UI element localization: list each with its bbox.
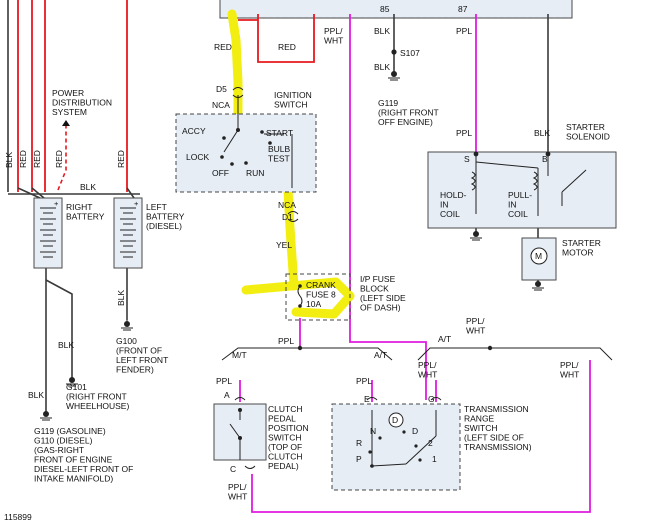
red-wire-label: RED [116, 150, 126, 168]
run-label: RUN [246, 168, 264, 178]
svg-text:+: + [54, 199, 59, 208]
two-position-label: 2 [428, 438, 433, 448]
branch-lines [221, 345, 613, 361]
blk-wire-label: BLK [28, 390, 44, 400]
red-wire-label: RED [32, 150, 42, 168]
svg-text:+: + [134, 199, 139, 208]
d-position-label: D [412, 426, 418, 436]
red-wires [17, 0, 315, 192]
ignition-switch [175, 95, 317, 193]
one-position-label: 1 [432, 454, 437, 464]
ppl-wire-label: PPL [456, 128, 472, 138]
a-terminal-label: A [224, 390, 230, 400]
pin-85-label: 85 [380, 4, 390, 14]
accy-label: ACCY [182, 126, 206, 136]
ppl-wire-label: PPL [216, 376, 232, 386]
connectors [232, 87, 299, 222]
ground-icons [40, 71, 544, 421]
blk-wire-label: BLK [534, 128, 550, 138]
off-label: OFF [212, 168, 229, 178]
ppl-wire-label: PPL [456, 26, 472, 36]
red-wire-label: RED [18, 150, 28, 168]
p-position-label: P [356, 454, 362, 464]
blk-wire-label: BLK [80, 182, 96, 192]
ip-fuse-block [285, 273, 351, 321]
clutch-pedal-switch [213, 397, 267, 469]
s-terminal-label: S [464, 154, 470, 164]
motor-m-label: M [535, 251, 542, 261]
ppl-wht-label: PPL/WHT [228, 482, 247, 502]
starter-solenoid [427, 151, 617, 229]
ppl-wht-label: PPL/WHT [324, 26, 343, 46]
pin-87-label: 87 [458, 4, 468, 14]
nca-label: NCA [278, 200, 296, 210]
blk-wire-label: BLK [116, 290, 126, 306]
s107-label: S107 [400, 48, 420, 58]
blk-wire-label: BLK [58, 340, 74, 350]
lock-label: LOCK [186, 152, 209, 162]
arrow-up-icon [62, 120, 70, 126]
start-label: START [266, 128, 293, 138]
ppl-wht-label: PPL/WHT [418, 360, 437, 380]
blk-wire-label: BLK [374, 26, 390, 36]
connector-d1-label: D1 [282, 212, 293, 222]
left-battery-symbol: + [113, 197, 143, 269]
ppl-wire-label: PPL [356, 376, 372, 386]
g-terminal-label: G [428, 394, 435, 404]
starter-motor [521, 237, 557, 281]
yel-wire-label: YEL [276, 240, 292, 250]
d-circle-label: D [392, 415, 398, 425]
ppl-wht-label: PPL/WHT [466, 316, 485, 336]
red-wire-label: RED [278, 42, 296, 52]
n-position-label: N [370, 426, 376, 436]
black-wires [7, 0, 549, 412]
red-wire-label: RED [54, 150, 64, 168]
figure-id: 115899 [4, 512, 32, 522]
blk-wire-label: BLK [4, 152, 14, 168]
e-terminal-label: E [364, 394, 370, 404]
r-position-label: R [356, 438, 362, 448]
purple-wires [239, 14, 591, 513]
red-wire-label: RED [214, 42, 232, 52]
nca-label: NCA [212, 100, 230, 110]
blk-wire-label: BLK [374, 62, 390, 72]
transmission-range-switch [331, 397, 461, 491]
right-battery-symbol: + [33, 197, 63, 269]
s107-splice [391, 49, 397, 55]
mt-label: M/T [232, 350, 247, 360]
ppl-wire-label: PPL [278, 336, 294, 346]
c-terminal-label: C [230, 464, 236, 474]
starter-relay-box [219, 0, 573, 19]
at-label: A/T [374, 350, 387, 360]
connector-d5-label: D5 [216, 84, 227, 94]
b-terminal-label: B [542, 154, 548, 164]
at-label: A/T [438, 334, 451, 344]
ppl-wht-label: PPL/WHT [560, 360, 579, 380]
